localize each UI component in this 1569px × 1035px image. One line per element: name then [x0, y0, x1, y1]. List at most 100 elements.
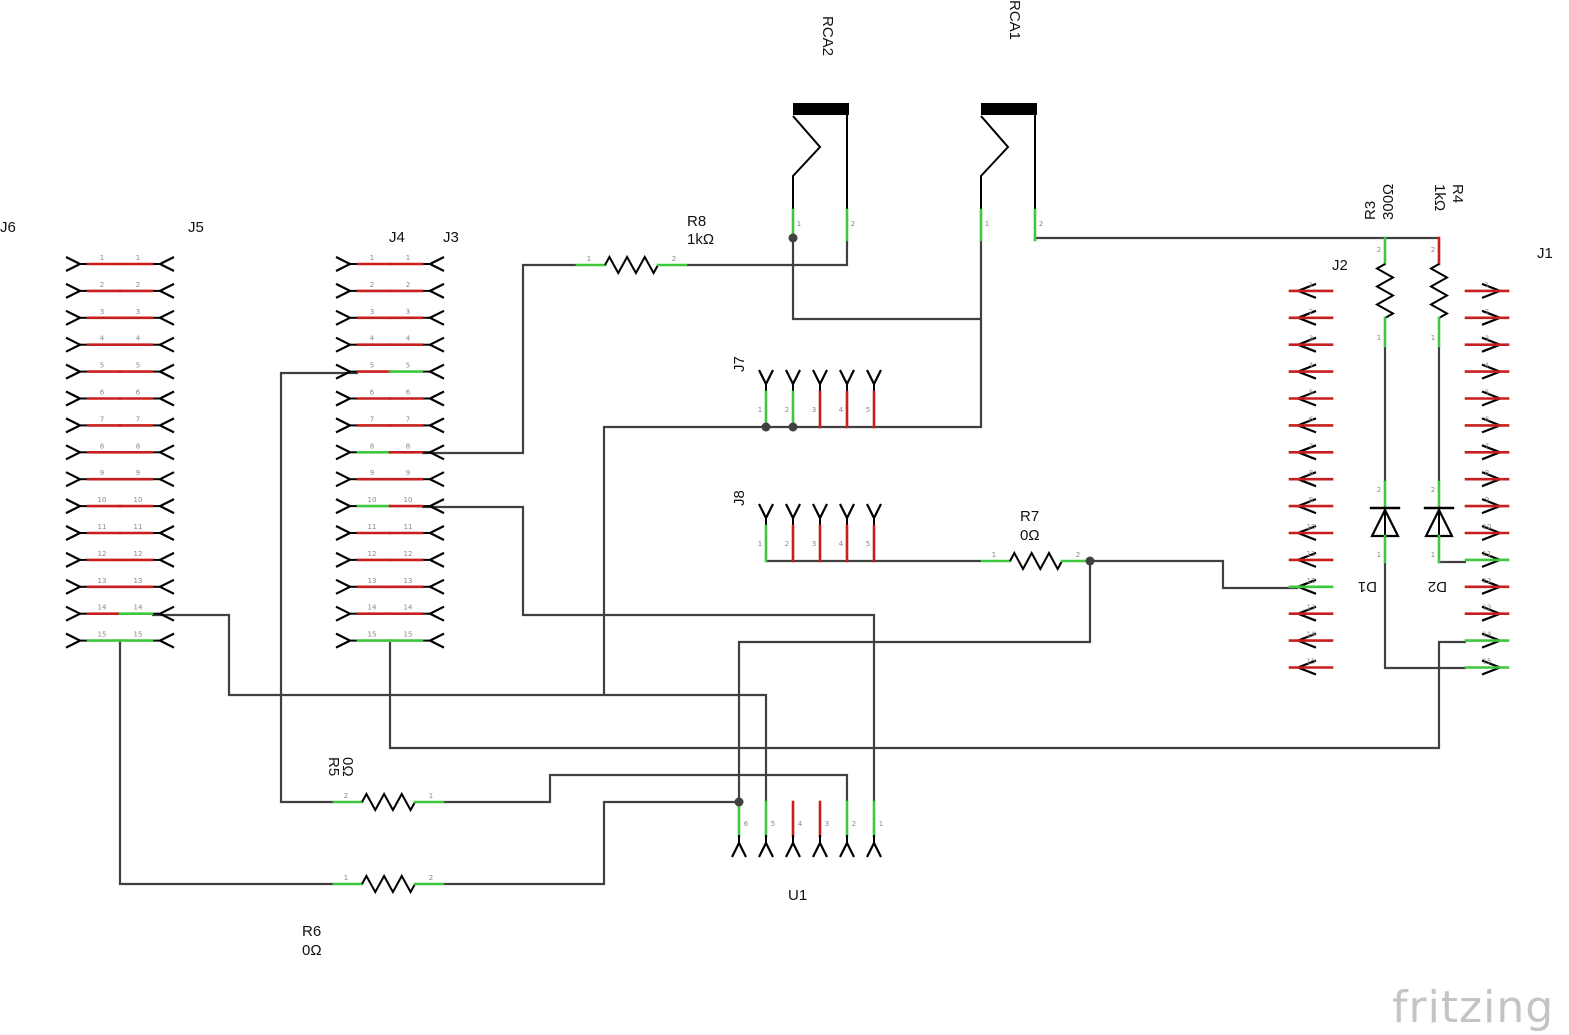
label-r6: R6: [302, 923, 321, 940]
header-j1-pinnum-6: 6: [1485, 415, 1490, 423]
header-j6-j5-pinnum-left-10: 10: [98, 496, 107, 504]
header-j4-j3-fork-left-10: [335, 498, 353, 515]
u1-fork-1: [866, 840, 882, 858]
header-j6-j5-pinnum-right-9: 9: [136, 469, 140, 477]
header-j1-pinnum-11: 11: [1483, 550, 1492, 558]
wire-16: [388, 640, 1466, 750]
header-j6-j5-pinnum-right-7: 7: [136, 415, 140, 423]
resistor-r6-pinnum-a: 1: [344, 874, 348, 882]
header-j4-j3-pinnum-right-10: 10: [404, 496, 413, 504]
header-j2-pinnum-5: 5: [1309, 389, 1313, 397]
header-j4-j3-fork-left-7: [335, 417, 353, 434]
header-j4-j3-fork-left-14: [335, 605, 353, 622]
rca-jack-rca1-body: [981, 103, 1037, 115]
header-j4-j3-pinnum-left-5: 5: [370, 362, 374, 370]
wire-3: [791, 240, 981, 321]
rca-jack-rca2-contact-1: [792, 115, 822, 210]
header-j6-j5-fork-left-1: [65, 256, 83, 272]
header-j1-pinnum-1: 1: [1485, 281, 1489, 289]
header-j6-j5-pinnum-left-6: 6: [100, 389, 105, 397]
wire-12: [443, 773, 849, 804]
header-j7-pinnum-1: 1: [758, 406, 762, 414]
header-j6-j5-fork-right-7: [157, 417, 175, 434]
header-j4-j3-pinnum-right-6: 6: [406, 389, 411, 397]
u1-fork-4: [785, 840, 801, 858]
header-j4-j3-fork-left-4: [335, 336, 353, 353]
wire-2: [422, 263, 577, 455]
header-j8-fork-2: [785, 503, 801, 521]
header-j8-fork-3: [812, 503, 828, 521]
label-r3: R3: [1362, 201, 1379, 220]
u1-pinnum-3: 3: [825, 820, 829, 828]
header-j4-j3-pinnum-right-7: 7: [406, 415, 410, 423]
header-j2-pinnum-12: 12: [1307, 577, 1316, 585]
wire-9: [737, 561, 1092, 802]
header-j6-j5-fork-right-6: [157, 390, 175, 407]
header-j4-j3-fork-left-11: [335, 525, 353, 541]
junction-dot-3: [788, 422, 798, 432]
header-j1-pinnum-12: 12: [1483, 577, 1492, 585]
resistor-r8-body: [604, 254, 659, 276]
header-j4-j3-pinnum-right-14: 14: [404, 604, 413, 612]
header-j4-j3-pinnum-right-1: 1: [406, 254, 410, 262]
header-j6-j5-fork-left-15: [65, 632, 83, 649]
fritzing-watermark: fritzing: [1392, 982, 1554, 1033]
header-j8-pinnum-4: 4: [839, 540, 844, 548]
header-j4-j3-fork-right-9: [427, 471, 445, 488]
label-rca1: RCA1: [1006, 0, 1023, 40]
header-j2-pinnum-7: 7: [1309, 442, 1313, 450]
header-j6-j5-fork-left-3: [65, 309, 83, 326]
header-j6-j5-pinnum-right-4: 4: [136, 335, 141, 343]
header-j6-j5-fork-right-12: [157, 551, 175, 568]
resistor-r3: 21: [1374, 236, 1396, 348]
header-j6-j5-fork-right-8: [157, 444, 175, 461]
header-j6-j5-pinnum-left-7: 7: [100, 415, 104, 423]
header-j4-j3-pinnum-right-9: 9: [406, 469, 410, 477]
junction-dot-1: [788, 233, 798, 243]
header-j6-j5-pinnum-right-15: 15: [134, 631, 143, 639]
header-j4-j3-pinnum-right-2: 2: [406, 281, 410, 289]
junctions: [734, 233, 1095, 807]
value-r4: 1kΩ: [1431, 184, 1448, 211]
label-j1: J1: [1537, 245, 1553, 262]
value-r3: 300Ω: [1380, 184, 1397, 220]
label-r4: R4: [1449, 184, 1466, 203]
resistor-r7-pinnum-a: 1: [992, 551, 996, 559]
header-j6-j5-fork-right-13: [157, 578, 175, 595]
header-j7-fork-4: [839, 369, 855, 387]
header-j6-j5-pinnum-left-5: 5: [100, 362, 104, 370]
header-j6-j5-fork-left-14: [65, 605, 83, 622]
header-j4-j3-pinnum-right-12: 12: [404, 550, 413, 558]
u1-pinnum-6: 6: [744, 820, 749, 828]
header-j6-j5-pinnum-left-11: 11: [98, 523, 107, 531]
header-j4-j3-fork-right-2: [427, 282, 445, 299]
wire-13: [118, 642, 334, 886]
label-d1: D1: [1358, 578, 1377, 595]
header-j4-j3-pinnum-left-15: 15: [368, 631, 377, 639]
header-j2-pinnum-10: 10: [1307, 523, 1316, 531]
header-j4-j3-fork-left-1: [335, 256, 353, 272]
header-j7-pinnum-5: 5: [866, 406, 870, 414]
header-j4-j3-pinnum-left-10: 10: [368, 496, 377, 504]
header-j4-j3-pinnum-left-14: 14: [368, 604, 377, 612]
header-j1-pinnum-9: 9: [1485, 496, 1489, 504]
diode-d1-pinnum-top: 2: [1377, 486, 1381, 494]
label-j8: J8: [731, 490, 748, 506]
label-j3: J3: [443, 229, 459, 246]
header-j6-j5-fork-right-14: [157, 605, 175, 622]
header-j6-j5-fork-right-11: [157, 525, 175, 541]
resistor-r7-body: [1009, 550, 1063, 572]
value-r6: 0Ω: [302, 942, 322, 959]
header-j4-j3-pinnum-left-6: 6: [370, 389, 375, 397]
header-j6-j5-fork-left-10: [65, 498, 83, 515]
diode-d2: 21: [1423, 480, 1455, 564]
header-j6-j5-pinnum-left-1: 1: [100, 254, 104, 262]
resistor-r3-body: [1374, 263, 1396, 319]
header-j7-fork-2: [785, 369, 801, 387]
header-j1-pinnum-3: 3: [1485, 335, 1489, 343]
